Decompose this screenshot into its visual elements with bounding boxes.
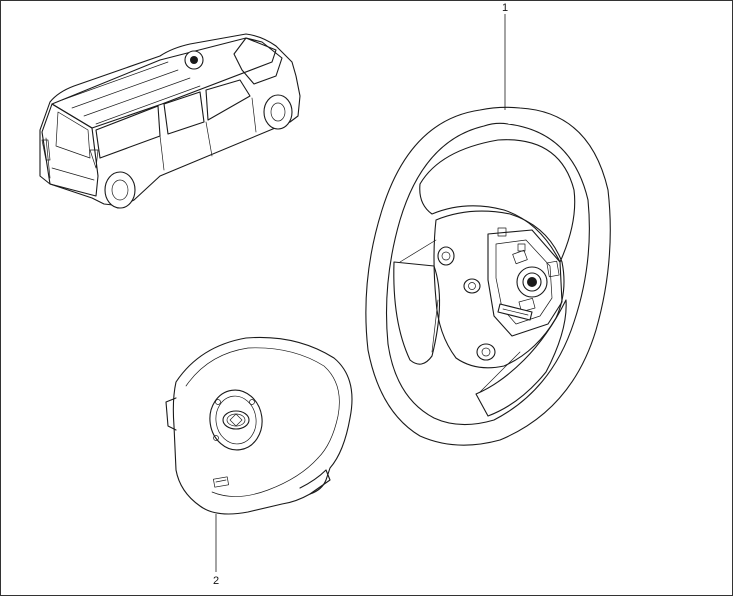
vehicle-location-icon — [39, 33, 301, 209]
callout-label-1: 1 — [502, 2, 509, 14]
steering-wheel-icon — [365, 106, 611, 446]
callout-label-2: 2 — [213, 575, 220, 587]
airbag-module-icon — [165, 336, 353, 515]
